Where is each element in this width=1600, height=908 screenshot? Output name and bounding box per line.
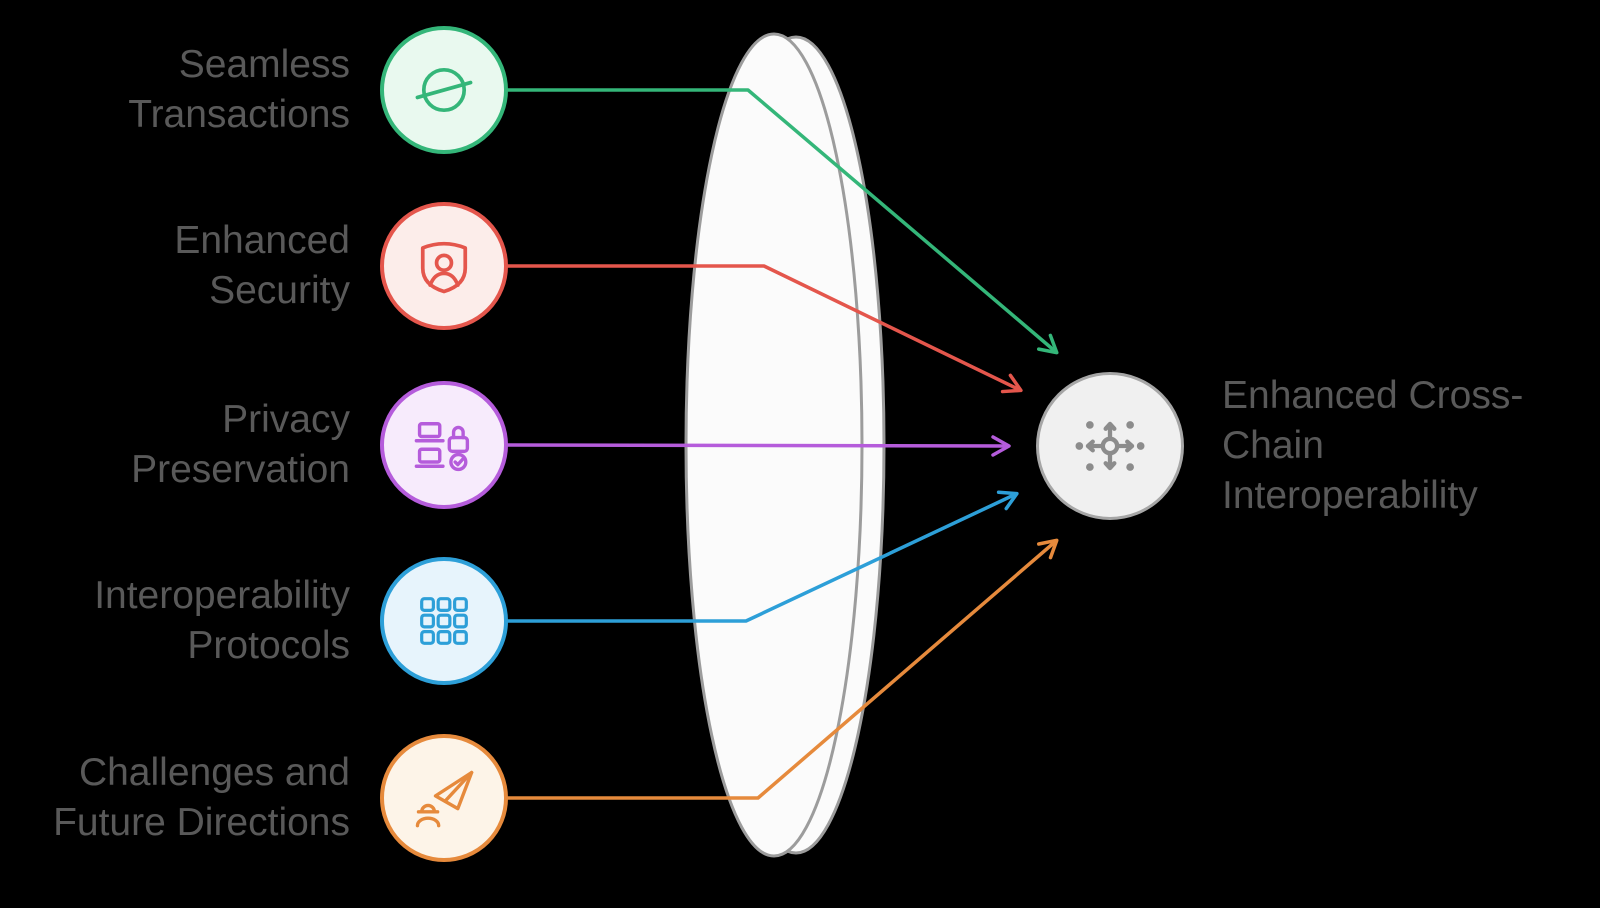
feature-label: Enhanced Security <box>174 219 350 312</box>
connector-line-enhanced-security <box>504 264 1023 394</box>
connector-line-interoperability-protocols <box>504 490 1019 623</box>
paper-plane-user-icon <box>380 734 508 862</box>
devices-lock-icon <box>380 381 508 509</box>
feature-item-seamless-transactions: Seamless Transactions <box>0 26 508 154</box>
network-hub-icon <box>1075 421 1145 471</box>
hub-circle <box>1036 372 1184 520</box>
connector-line-seamless-transactions <box>504 88 1059 355</box>
feature-label: Interoperability Protocols <box>94 574 350 667</box>
hub-label: Enhanced Cross- Chain Interoperability <box>1222 374 1524 517</box>
feature-item-interoperability-protocols: Interoperability Protocols <box>0 557 508 685</box>
shield-user-icon <box>380 202 508 330</box>
connector-line-challenges-future <box>504 538 1059 800</box>
feature-item-challenges-future: Challenges and Future Directions <box>0 734 508 862</box>
blocks-grid-icon-graphic <box>420 597 468 645</box>
connector-line-privacy-preservation <box>504 435 1011 457</box>
feature-label: Privacy Preservation <box>131 398 350 491</box>
stellar-icon-graphic <box>415 67 473 113</box>
shield-user-icon-graphic <box>420 241 468 294</box>
stellar-icon <box>380 26 508 154</box>
feature-item-enhanced-security: Enhanced Security <box>0 202 508 330</box>
feature-label: Seamless Transactions <box>128 43 350 136</box>
feature-item-privacy-preservation: Privacy Preservation <box>0 381 508 509</box>
feature-label: Challenges and Future Directions <box>53 751 350 844</box>
paper-plane-user-icon-graphic <box>415 770 474 828</box>
devices-lock-icon-graphic <box>414 422 470 472</box>
blocks-grid-icon <box>380 557 508 685</box>
